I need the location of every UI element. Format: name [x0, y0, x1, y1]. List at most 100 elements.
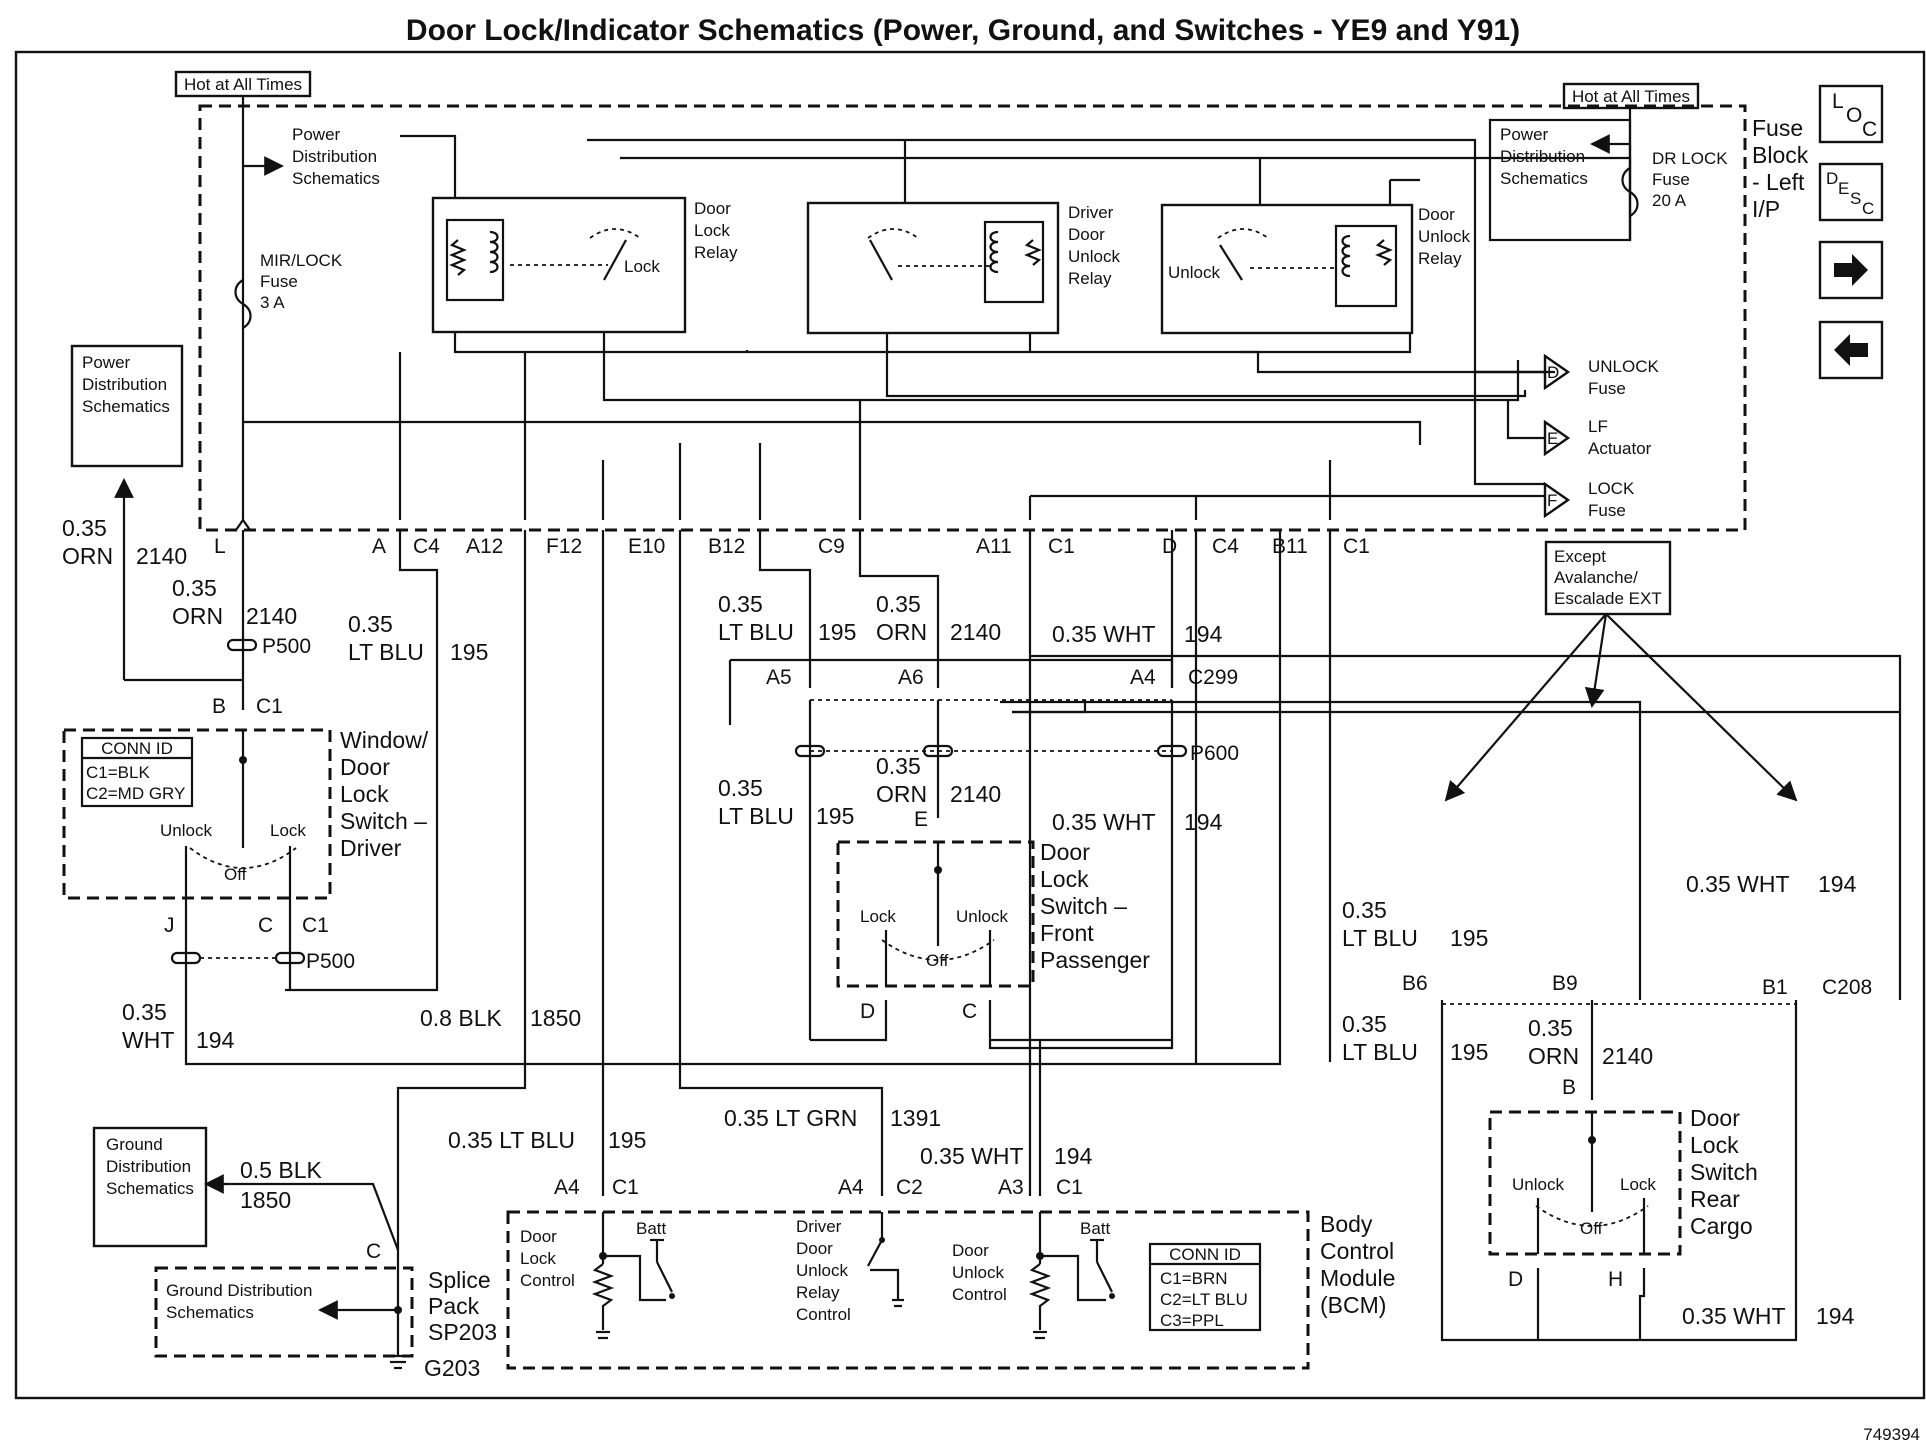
svg-text:LT BLU: LT BLU — [718, 619, 794, 645]
mirlock-fuse: MIR/LOCK Fuse 3 A — [234, 251, 343, 329]
svg-text:Distribution: Distribution — [106, 1157, 191, 1176]
svg-text:E: E — [1547, 429, 1558, 448]
svg-text:2140: 2140 — [950, 619, 1001, 645]
svg-text:0.35: 0.35 — [1528, 1015, 1573, 1041]
svg-text:Lock: Lock — [1690, 1132, 1739, 1158]
svg-text:Unlock: Unlock — [956, 907, 1008, 926]
loc-button[interactable]: L O C — [1818, 84, 1884, 144]
svg-text:Escalade EXT: Escalade EXT — [1554, 589, 1662, 608]
svg-text:E10: E10 — [628, 535, 665, 558]
svg-text:C208: C208 — [1822, 976, 1872, 999]
svg-text:P600: P600 — [1190, 742, 1239, 765]
hot-at-all-times-right: Hot at All Times — [1562, 82, 1700, 110]
svg-text:Power: Power — [1500, 125, 1549, 144]
svg-text:Distribution: Distribution — [1500, 147, 1585, 166]
svg-text:C1=BLK: C1=BLK — [86, 763, 150, 782]
prev-arrow-icon — [1834, 334, 1868, 366]
hot-at-all-times-left: Hot at All Times — [174, 70, 312, 98]
svg-text:A6: A6 — [898, 666, 924, 689]
svg-text:D: D — [860, 1000, 875, 1023]
svg-text:Fuse: Fuse — [1652, 170, 1690, 189]
svg-text:D: D — [1547, 363, 1559, 382]
svg-text:Door: Door — [520, 1227, 557, 1246]
svg-text:194: 194 — [1184, 621, 1223, 647]
svg-text:2140: 2140 — [950, 781, 1001, 807]
left-wires: 0.35 ORN 2140 0.35 ORN 2140 0.35 LT BLU … — [62, 515, 488, 992]
fuse-block-label: Fuse Block - Left I/P — [1752, 115, 1809, 222]
svg-text:O: O — [1846, 104, 1862, 127]
svg-text:A12: A12 — [466, 535, 503, 558]
svg-text:Control: Control — [1320, 1238, 1394, 1264]
svg-text:Fuse: Fuse — [1588, 379, 1626, 398]
svg-text:C2=MD GRY: C2=MD GRY — [86, 784, 185, 803]
svg-text:Ground: Ground — [106, 1135, 163, 1154]
svg-text:Ground Distribution: Ground Distribution — [166, 1281, 312, 1300]
svg-text:A: A — [372, 535, 386, 558]
except-avalanche-note: Except Avalanche/ Escalade EXT — [1444, 540, 1798, 802]
page-title: Door Lock/Indicator Schematics (Power, G… — [406, 14, 1520, 47]
next-arrow-icon — [1834, 254, 1868, 286]
svg-text:A11: A11 — [976, 535, 1012, 558]
svg-text:0.35: 0.35 — [718, 775, 763, 801]
svg-text:Lock: Lock — [1040, 866, 1089, 892]
ground-distribution-left: Ground Distribution Schematics 0.5 BLK 1… — [92, 1126, 400, 1251]
prev-page-button[interactable] — [1818, 320, 1884, 380]
svg-text:Fuse: Fuse — [1588, 501, 1626, 520]
svg-text:Control: Control — [796, 1305, 851, 1324]
desc-button[interactable]: D E S C — [1818, 162, 1884, 222]
svg-text:Front: Front — [1040, 920, 1094, 946]
svg-text:LT BLU: LT BLU — [1342, 1039, 1418, 1065]
svg-text:0.35 WHT: 0.35 WHT — [1052, 621, 1156, 647]
svg-text:C: C — [1862, 199, 1874, 218]
svg-text:194: 194 — [1816, 1303, 1855, 1329]
svg-text:0.35: 0.35 — [1342, 1011, 1387, 1037]
drlock-fuse: DR LOCK Fuse 20 A — [1621, 149, 1728, 217]
svg-text:Schematics: Schematics — [82, 397, 170, 416]
svg-text:Switch: Switch — [1690, 1159, 1758, 1185]
svg-text:Pack: Pack — [428, 1293, 480, 1319]
svg-text:A5: A5 — [766, 666, 792, 689]
svg-text:Control: Control — [520, 1271, 575, 1290]
svg-text:0.35 WHT: 0.35 WHT — [1052, 809, 1156, 835]
svg-text:0.35 LT BLU: 0.35 LT BLU — [448, 1127, 575, 1153]
svg-text:Unlock: Unlock — [796, 1261, 848, 1280]
svg-text:195: 195 — [1450, 925, 1488, 951]
svg-text:A4: A4 — [554, 1176, 580, 1199]
svg-text:C: C — [366, 1240, 381, 1263]
center-wire-labels: 0.35 LT BLU 195 0.35 ORN 2140 0.35 WHT 1… — [718, 591, 1223, 835]
svg-text:Lock: Lock — [860, 907, 896, 926]
svg-text:0.5 BLK: 0.5 BLK — [240, 1157, 322, 1183]
svg-text:Door: Door — [1068, 225, 1105, 244]
fuse-block-terminals: L A C4 A12 F12 E10 B12 C9 A11 C1 D C4 B1… — [214, 352, 1370, 558]
svg-text:C2: C2 — [896, 1176, 923, 1199]
svg-text:C1=BRN: C1=BRN — [1160, 1269, 1228, 1288]
svg-text:C299: C299 — [1188, 666, 1238, 689]
svg-text:S: S — [1850, 189, 1861, 208]
next-page-button[interactable] — [1818, 240, 1884, 300]
svg-text:(BCM): (BCM) — [1320, 1292, 1386, 1318]
svg-text:ORN: ORN — [1528, 1043, 1579, 1069]
svg-text:C: C — [258, 914, 273, 937]
svg-text:A4: A4 — [838, 1176, 864, 1199]
svg-text:Body: Body — [1320, 1211, 1373, 1237]
svg-text:C9: C9 — [818, 535, 845, 558]
svg-text:Batt: Batt — [636, 1219, 667, 1238]
svg-text:Off: Off — [1580, 1219, 1603, 1238]
power-distribution-top: Power Distribution Schematics — [241, 96, 380, 520]
svg-text:0.35: 0.35 — [876, 753, 921, 779]
svg-text:Lock: Lock — [520, 1249, 556, 1268]
body-control-module: A4 C1 A4 C2 A3 C1 Door Lock Control Batt… — [506, 1176, 1395, 1370]
svg-text:195: 195 — [608, 1127, 646, 1153]
svg-text:Driver: Driver — [1068, 203, 1114, 222]
svg-text:0.35 WHT: 0.35 WHT — [1686, 871, 1790, 897]
svg-text:Unlock: Unlock — [1418, 227, 1470, 246]
svg-text:C4: C4 — [1212, 535, 1239, 558]
svg-text:2140: 2140 — [246, 603, 297, 629]
rear-cargo-door-lock-switch: Unlock Lock Off Door Lock Switch Rear Ca… — [1488, 1105, 1758, 1340]
svg-text:Distribution: Distribution — [82, 375, 167, 394]
svg-text:Relay: Relay — [1418, 249, 1462, 268]
svg-text:Relay: Relay — [1068, 269, 1112, 288]
svg-text:F12: F12 — [546, 535, 582, 558]
svg-text:D: D — [1826, 169, 1838, 188]
svg-text:LF: LF — [1588, 417, 1608, 436]
